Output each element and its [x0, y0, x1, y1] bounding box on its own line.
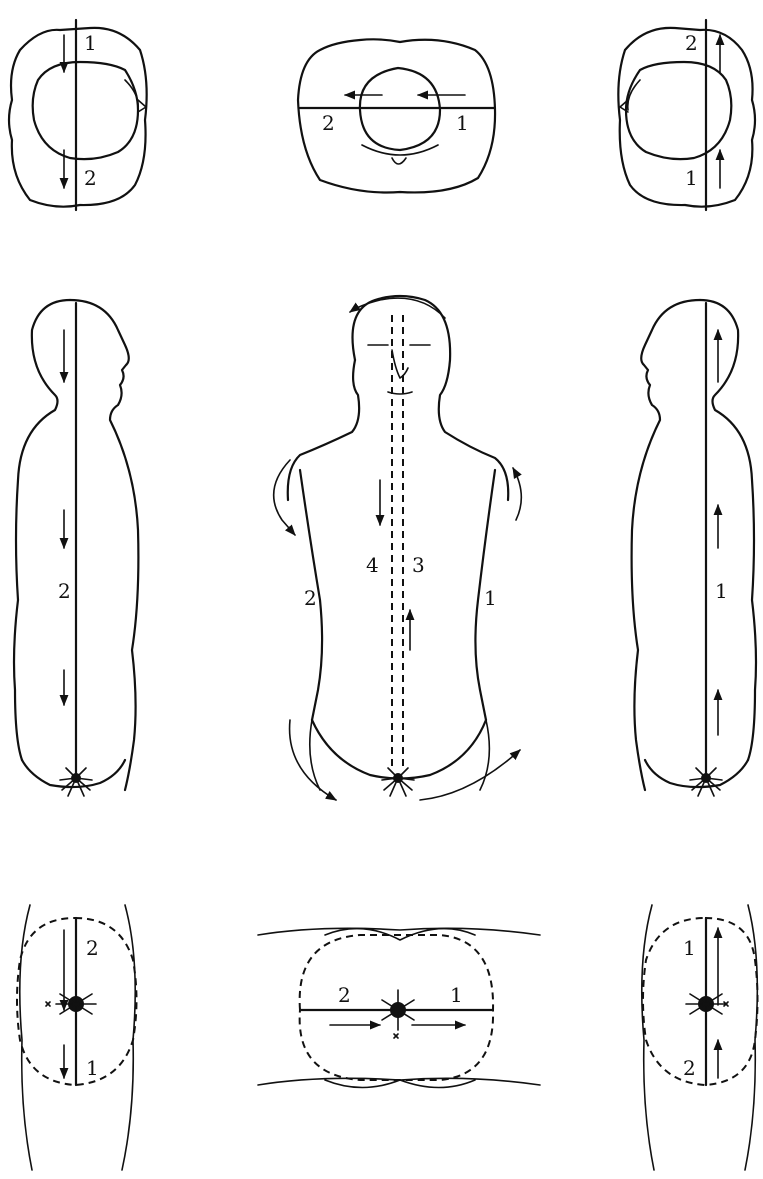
label-bot-mid-2: 2: [338, 983, 351, 1007]
label-bot-right-2: 2: [683, 1056, 696, 1080]
label-top-right-1: 1: [685, 166, 698, 190]
label-bot-left-1: 1: [86, 1056, 99, 1080]
label-mid-center-3: 3: [412, 553, 425, 577]
top-right-head-section: 2 1: [618, 20, 755, 210]
label-mid-left-2: 2: [58, 579, 71, 603]
middle-center-body-front: 4 3 2 1: [274, 296, 522, 800]
middle-right-body-profile: 1: [632, 300, 756, 796]
label-top-mid-1: 1: [456, 111, 469, 135]
label-bot-mid-1: 1: [450, 983, 463, 1007]
label-top-left-1: 1: [84, 31, 97, 55]
label-mid-right-1: 1: [715, 579, 728, 603]
starburst-bot-right: [686, 984, 726, 1024]
label-top-right-2: 2: [685, 31, 698, 55]
starburst-bot-left: [56, 984, 96, 1024]
bottom-right-section: 1 2: [642, 905, 758, 1170]
label-top-mid-2: 2: [322, 111, 335, 135]
label-bot-right-1: 1: [683, 936, 696, 960]
starburst-bot-mid: [378, 990, 418, 1030]
top-middle-head-section: 2 1: [298, 39, 495, 192]
label-mid-center-4: 4: [366, 553, 379, 577]
bottom-middle-section: 2 1: [258, 928, 540, 1087]
top-left-head-section: 1 2: [9, 20, 147, 210]
middle-left-body-profile: 2: [14, 300, 138, 796]
label-mid-center-2: 2: [304, 586, 317, 610]
label-bot-left-2: 2: [86, 936, 99, 960]
bottom-left-section: 2 1: [17, 905, 137, 1170]
starburst-mid-center: [382, 768, 414, 796]
label-mid-center-1: 1: [484, 586, 497, 610]
label-top-left-2: 2: [84, 166, 97, 190]
